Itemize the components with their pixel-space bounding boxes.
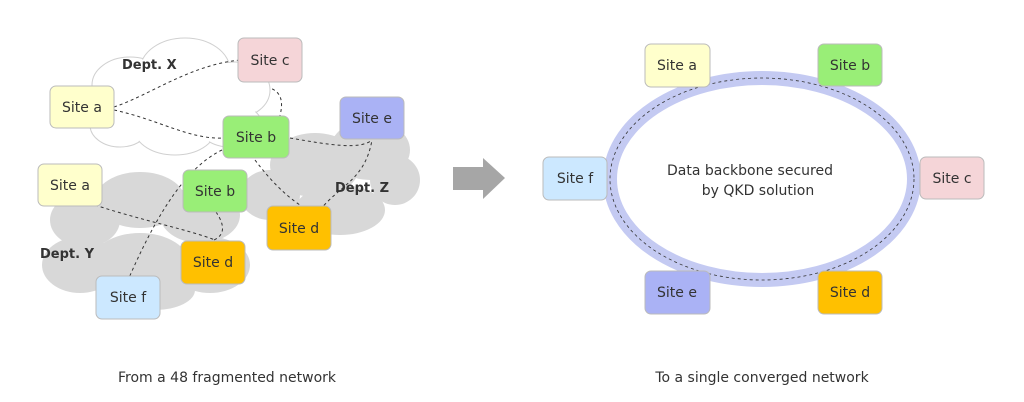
svg-text:Site a: Site a xyxy=(62,100,102,116)
left-site-b-x: Site b xyxy=(222,115,290,159)
svg-text:Site a: Site a xyxy=(50,178,90,194)
dept-y-label: Dept. Y xyxy=(40,247,95,262)
left-site-d-y: Site d xyxy=(180,240,246,285)
transition-arrow xyxy=(453,158,505,199)
backbone-label-line2: by QKD solution xyxy=(702,183,815,199)
svg-text:Site b: Site b xyxy=(236,130,276,146)
svg-text:Site f: Site f xyxy=(110,290,147,306)
left-site-a-y: Site a xyxy=(37,163,103,207)
svg-text:Site d: Site d xyxy=(279,221,319,237)
left-dashed-links xyxy=(94,59,373,281)
backbone-label-line1: Data backbone secured xyxy=(667,163,833,179)
left-site-c-x: Site c xyxy=(237,37,303,83)
svg-text:Site a: Site a xyxy=(657,58,697,74)
dept-z-label: Dept. Z xyxy=(335,181,389,196)
right-site-e: Site e xyxy=(644,270,711,315)
left-site-b-y: Site b xyxy=(182,169,248,213)
svg-text:Site c: Site c xyxy=(932,171,971,187)
left-site-e-z: Site e xyxy=(339,96,405,140)
left-caption: From a 48 fragmented network xyxy=(118,370,336,386)
svg-text:Site e: Site e xyxy=(352,111,392,127)
svg-text:Site b: Site b xyxy=(195,184,235,200)
svg-text:Site d: Site d xyxy=(193,255,233,271)
right-site-b: Site b xyxy=(817,43,883,87)
right-site-f: Site f xyxy=(542,156,608,201)
backbone-ring xyxy=(603,71,921,287)
left-site-f: Site f xyxy=(95,275,161,320)
left-site-a-x: Site a xyxy=(49,85,115,129)
right-site-d: Site d xyxy=(817,270,883,315)
right-site-a: Site a xyxy=(644,43,711,88)
svg-text:Site d: Site d xyxy=(830,285,870,301)
svg-text:Site c: Site c xyxy=(250,53,289,69)
right-site-c: Site c xyxy=(919,156,985,200)
svg-text:Site b: Site b xyxy=(830,58,870,74)
left-site-d-z: Site d xyxy=(266,205,332,251)
dept-x-cloud-fill xyxy=(91,39,269,154)
svg-text:Site f: Site f xyxy=(557,171,594,187)
right-caption: To a single converged network xyxy=(655,370,869,386)
svg-text:Site e: Site e xyxy=(657,285,697,301)
dept-x-label: Dept. X xyxy=(122,58,177,73)
